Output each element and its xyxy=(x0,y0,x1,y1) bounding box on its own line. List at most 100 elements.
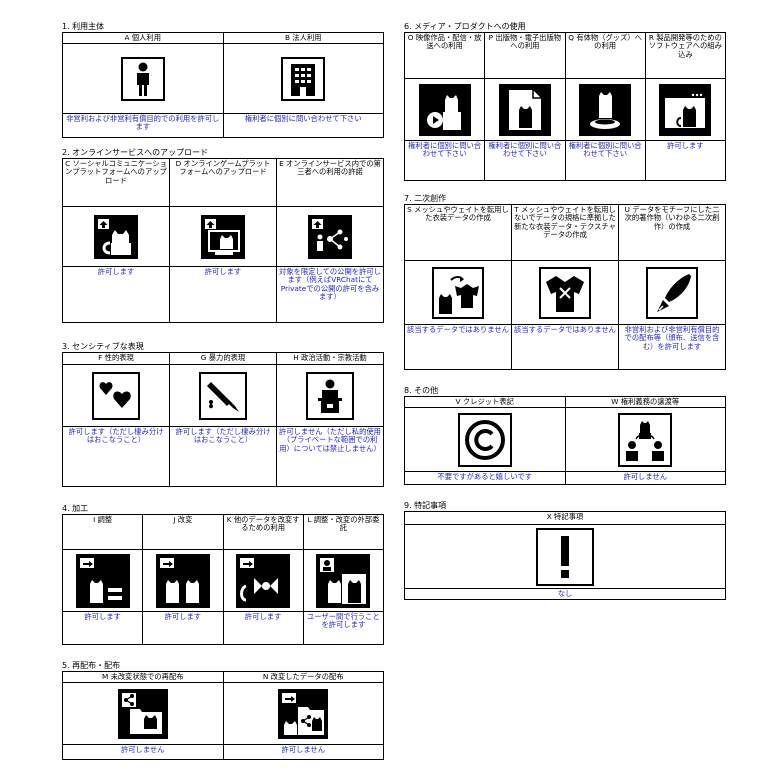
copyright-icon xyxy=(457,412,512,467)
terms-table: F 性的表現 許可します（ただし棲み分けはおこなうこと） G 暴力的表現 許可し… xyxy=(62,352,384,487)
term-answer: 非営利および非営利有償目的での利用を許可します xyxy=(66,114,220,132)
term-header: K 他のデータを改変するための利用 xyxy=(223,515,303,550)
cat-equal-icon xyxy=(75,553,130,608)
building-icon xyxy=(281,56,326,101)
term-column: S メッシュやウェイトを転用した衣装データの作成 該当するデータではありません xyxy=(405,205,511,369)
term-header: B 法人利用 xyxy=(223,33,383,44)
transfer-people-icon xyxy=(618,412,673,467)
exclamation-icon xyxy=(536,527,594,586)
term-column: A 個人利用 非営利および非営利有償目的での利用を許可します xyxy=(63,33,223,137)
cat-ribbon-icon xyxy=(236,553,291,608)
term-answer: 許可しません xyxy=(281,745,326,754)
term-answer: 権利者に個別に問い合わせて下さい xyxy=(408,141,482,159)
term-column: P 出版物・電子出版物への利用 権利者に個別に問い合わせて下さい xyxy=(484,33,565,180)
terms-table: V クレジット表記 不要ですがあると嬉しいです W 権利義務の譲渡等 許可しませ… xyxy=(404,396,726,485)
video-cat-icon xyxy=(418,83,471,136)
person-icon xyxy=(120,56,165,101)
section-sensitive-expression: 3. センシティブな表現 F 性的表現 許可します（ただし棲み分けはおこなうこと… xyxy=(62,341,384,487)
term-header: W 権利義務の譲渡等 xyxy=(565,397,725,408)
term-column: Q 有体物（グッズ）への利用 権利者に個別に問い合わせて下さい xyxy=(564,33,645,180)
term-header: G 暴力的表現 xyxy=(170,353,276,365)
term-answer: 不要ですがあると嬉しいです xyxy=(437,472,533,481)
term-header: S メッシュやウェイトを転用した衣装データの作成 xyxy=(405,205,511,261)
share-folder-cat-icon xyxy=(117,688,168,739)
terms-table: I 調整 許可します J 改変 許可します K 他のデータを改変するための利用 xyxy=(62,514,384,645)
term-column: L 調整・改変の外部委託 ユーザー間で行うことを許可します xyxy=(302,515,383,644)
term-answer: 許可します xyxy=(204,267,242,276)
term-column: K 他のデータを改変するための利用 許可します xyxy=(222,515,303,644)
term-answer: 許可します（ただし棲み分けはおこなうこと） xyxy=(68,427,164,445)
term-header: I 調整 xyxy=(63,515,143,550)
terms-table: C ソーシャルコミュニケーションプラットフォームへのアップロード 許可します D… xyxy=(62,158,384,323)
section-online-upload: 2. オンラインサービスへのアップロード C ソーシャルコミュニケーションプラッ… xyxy=(62,147,384,323)
podium-speaker-icon xyxy=(306,371,354,420)
shirt-icon xyxy=(539,266,591,319)
term-answer: 許可しません xyxy=(623,472,668,481)
terms-table: S メッシュやウェイトを転用した衣装データの作成 該当するデータではありません … xyxy=(404,204,726,370)
term-answer: 許可します xyxy=(667,141,704,150)
share-people-icon xyxy=(308,214,352,259)
term-answer: 許可しません（ただし私的使用（プライベートな範囲での利用）については禁止しません… xyxy=(279,427,381,453)
section-title: 7. 二次創作 xyxy=(404,194,447,203)
term-column: M 未改変状態での再配布 許可しません xyxy=(63,672,223,759)
section-media-products: 6. メディア・プロダクトへの使用 O 映像作品・配信・放送への利用 権利者に個… xyxy=(404,21,726,181)
term-header: D オンラインゲームプラットフォームへのアップロード xyxy=(170,159,276,207)
cat-cat-icon xyxy=(155,553,210,608)
term-header: Q 有体物（グッズ）への利用 xyxy=(565,33,645,79)
term-header: C ソーシャルコミュニケーションプラットフォームへのアップロード xyxy=(63,159,169,207)
term-header: T メッシュやウェイトを転用しないでデータの規格に準拠した新たな衣装データ・テク… xyxy=(512,205,618,261)
term-column: B 法人利用 権利者に個別に問い合わせて下さい xyxy=(222,33,383,137)
term-header: A 個人利用 xyxy=(63,33,223,44)
upload-screen-cat-icon xyxy=(201,214,245,259)
knife-icon xyxy=(199,371,247,420)
pen-icon xyxy=(646,266,698,319)
section-title: 2. オンラインサービスへのアップロード xyxy=(62,148,209,157)
upload-cat-icon xyxy=(94,214,138,259)
section-derivative-works: 7. 二次創作 S メッシュやウェイトを転用した衣装データの作成 該当するデータ… xyxy=(404,193,726,370)
term-column: N 改変したデータの配布 許可しません xyxy=(222,672,383,759)
term-answer: ユーザー間で行うことを許可します xyxy=(306,612,380,630)
term-column: R 製品開発等のためのソフトウェアへの組み込み 許可します xyxy=(644,33,725,180)
term-answer: 権利者に個別に問い合わせて下さい xyxy=(488,141,562,159)
term-header: M 未改変状態での再配布 xyxy=(63,672,223,683)
section-modification: 4. 加工 I 調整 許可します J 改変 許可します K 他のデータを改変する… xyxy=(62,503,384,645)
section-title: 4. 加工 xyxy=(62,504,89,513)
term-column: G 暴力的表現 許可します（ただし棲み分けはおこなうこと） xyxy=(169,353,276,486)
term-header: E オンラインサービス内での第三者への利用の許諾 xyxy=(277,159,383,207)
term-answer: 許可します xyxy=(244,612,282,621)
term-column: H 政治活動・宗教活動 許可しません（ただし私的使用（プライベートな範囲での利用… xyxy=(276,353,383,486)
hearts-icon xyxy=(92,371,140,420)
term-column: D オンラインゲームプラットフォームへのアップロード 許可します xyxy=(169,159,276,322)
term-column: X 特記事項 なし xyxy=(405,512,725,599)
term-answer: なし xyxy=(557,589,573,598)
outsource-cats-icon xyxy=(316,553,371,608)
term-answer: 該当するデータではありません xyxy=(407,325,509,334)
term-column: J 改変 許可します xyxy=(142,515,223,644)
document-cat-icon xyxy=(498,83,551,136)
terms-table: O 映像作品・配信・放送への利用 権利者に個別に問い合わせて下さい P 出版物・… xyxy=(404,32,726,181)
term-answer: 権利者に個別に問い合わせて下さい xyxy=(568,141,642,159)
section-redistribution: 5. 再配布・配布 M 未改変状態での再配布 許可しません N 改変したデータの… xyxy=(62,660,384,760)
term-answer: 許可します xyxy=(97,267,135,276)
section-title: 6. メディア・プロダクトへの使用 xyxy=(404,22,526,31)
term-answer: 許可しません xyxy=(120,745,165,754)
term-column: I 調整 許可します xyxy=(63,515,143,644)
term-column: T メッシュやウェイトを転用しないでデータの規格に準拠した新たな衣装データ・テク… xyxy=(511,205,618,369)
section-title: 8. その他 xyxy=(404,386,439,395)
term-header: P 出版物・電子出版物への利用 xyxy=(485,33,565,79)
term-answer: 権利者に個別に問い合わせて下さい xyxy=(244,114,362,123)
term-column: O 映像作品・配信・放送への利用 権利者に個別に問い合わせて下さい xyxy=(405,33,485,180)
section-title: 1. 利用主体 xyxy=(62,22,105,31)
term-answer: 許可します（ただし棲み分けはおこなうこと） xyxy=(175,427,271,445)
term-header: F 性的表現 xyxy=(63,353,169,365)
section-special-notes: 9. 特記事項 X 特記事項 なし xyxy=(404,500,726,600)
term-header: U データをモチーフにした二次的著作物（いわゆる二次創作）の作成 xyxy=(619,205,725,261)
term-column: U データをモチーフにした二次的著作物（いわゆる二次創作）の作成 非営利および非… xyxy=(618,205,725,369)
window-cat-icon xyxy=(659,83,712,136)
section-other: 8. その他 V クレジット表記 不要ですがあると嬉しいです W 権利義務の譲渡… xyxy=(404,385,726,485)
terms-table: M 未改変状態での再配布 許可しません N 改変したデータの配布 許可しません xyxy=(62,671,384,760)
term-answer: 非営利および非営利有償目的での配布等（頒布、送信を含む）を許可します xyxy=(624,325,720,351)
term-header: N 改変したデータの配布 xyxy=(223,672,383,683)
term-column: W 権利義務の譲渡等 許可しません xyxy=(564,397,725,484)
term-header: V クレジット表記 xyxy=(405,397,565,408)
